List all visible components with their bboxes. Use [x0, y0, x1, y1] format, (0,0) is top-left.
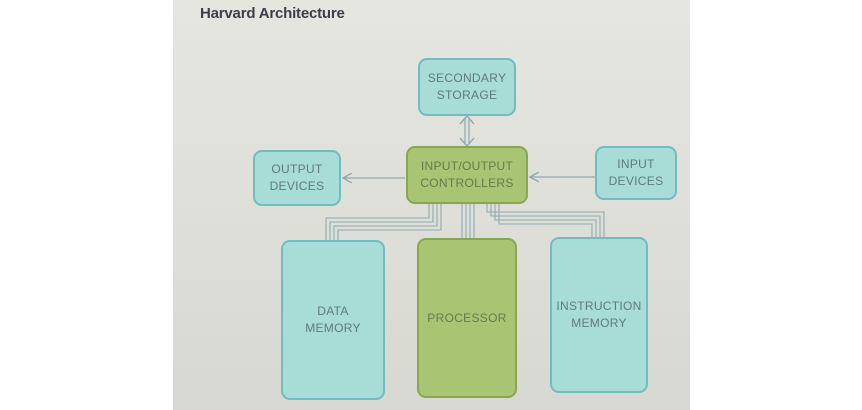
instruction-memory-box: INSTRUCTION MEMORY — [550, 237, 648, 393]
input-devices-box: INPUT DEVICES — [595, 146, 677, 200]
secondary-storage-box: SECONDARY STORAGE — [418, 58, 516, 116]
data-memory-box: DATA MEMORY — [281, 240, 385, 400]
secondary-storage-label-line2: STORAGE — [436, 88, 498, 102]
output-devices-box: OUTPUT DEVICES — [253, 150, 341, 206]
instruction-memory-label-line1: INSTRUCTION — [556, 299, 642, 313]
diagram-title: Harvard Architecture — [200, 5, 345, 22]
output-devices-label-line2: DEVICES — [269, 179, 325, 193]
io-controllers-label-line2: CONTROLLERS — [420, 176, 514, 190]
diagram-screen: Harvard Architecture — [173, 0, 690, 410]
bus-io-instruction-memory — [486, 204, 605, 240]
processor-box: PROCESSOR — [417, 238, 517, 398]
processor-label: PROCESSOR — [427, 310, 507, 325]
io-controllers-label-line1: INPUT/OUTPUT — [420, 159, 514, 173]
input-devices-label-line2: DEVICES — [608, 174, 664, 188]
data-memory-label-line2: MEMORY — [305, 321, 361, 335]
bus-io-processor — [461, 204, 475, 240]
io-controllers-box: INPUT/OUTPUT CONTROLLERS — [406, 146, 528, 204]
data-memory-label-line1: DATA — [317, 304, 349, 318]
input-devices-label-line1: INPUT — [617, 157, 655, 171]
secondary-storage-label-line1: SECONDARY — [427, 71, 507, 85]
instruction-memory-label-line2: MEMORY — [571, 316, 627, 330]
edge-storage-io — [459, 114, 475, 148]
bus-io-data-memory — [325, 204, 442, 242]
output-devices-label-line1: OUTPUT — [271, 162, 323, 176]
